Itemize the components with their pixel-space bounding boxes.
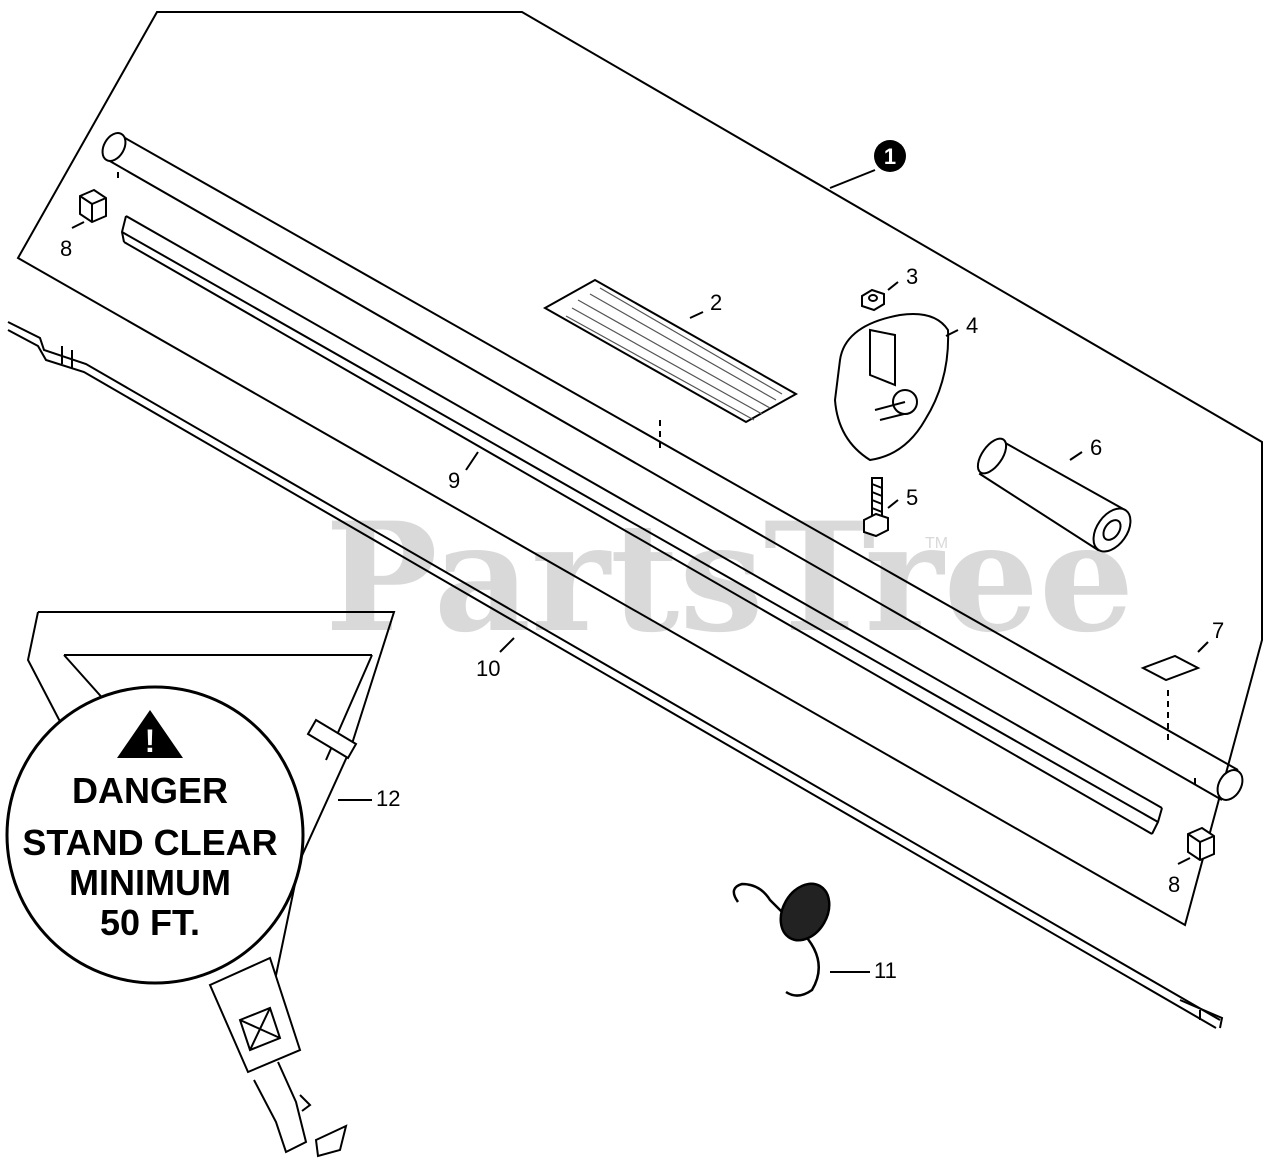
- danger-line-2: STAND CLEAR: [22, 822, 277, 863]
- callout-5: 5: [906, 485, 918, 510]
- callout-9: 9: [448, 468, 460, 493]
- shaft-tube: [101, 132, 1244, 801]
- nut: [861, 288, 885, 312]
- bushing-right: [1187, 826, 1215, 862]
- callout-8-right: 8: [1168, 872, 1180, 897]
- watermark-trademark: TM: [925, 535, 948, 552]
- bolt: [863, 477, 889, 538]
- callout-3: 3: [906, 264, 918, 289]
- callout-7: 7: [1212, 618, 1224, 643]
- callout-11: 11: [874, 958, 897, 983]
- warning-exclamation: !: [145, 723, 156, 759]
- danger-decal: ! DANGER STAND CLEAR MINIMUM 50 FT.: [5, 685, 305, 985]
- danger-line-1: DANGER: [72, 770, 228, 811]
- callout-4: 4: [966, 313, 978, 338]
- drive-shaft: [7, 321, 1224, 1029]
- shoulder-harness: [26, 611, 396, 1158]
- warning-triangle-icon: [117, 710, 183, 758]
- callout-2: 2: [710, 290, 722, 315]
- callout-1: 1: [884, 144, 896, 169]
- callout-12: 12: [376, 786, 400, 811]
- leader-lines: [71, 169, 1209, 973]
- callout-6: 6: [1090, 435, 1102, 460]
- bushing-left: [79, 188, 107, 224]
- callout-8-left: 8: [60, 236, 72, 261]
- foam-grip: [976, 437, 1132, 553]
- danger-line-4: 50 FT.: [100, 902, 200, 943]
- danger-line-3: MINIMUM: [69, 862, 231, 903]
- callout-1-badge: [874, 140, 906, 172]
- drive-shaft-liner: [120, 215, 1163, 835]
- label-plate: [1140, 654, 1201, 745]
- warning-decal: [542, 278, 799, 452]
- assembly-boundary: [16, 11, 1263, 927]
- handle-clamp: [833, 313, 950, 462]
- hanger-hook: [732, 882, 831, 997]
- callout-10: 10: [476, 656, 500, 681]
